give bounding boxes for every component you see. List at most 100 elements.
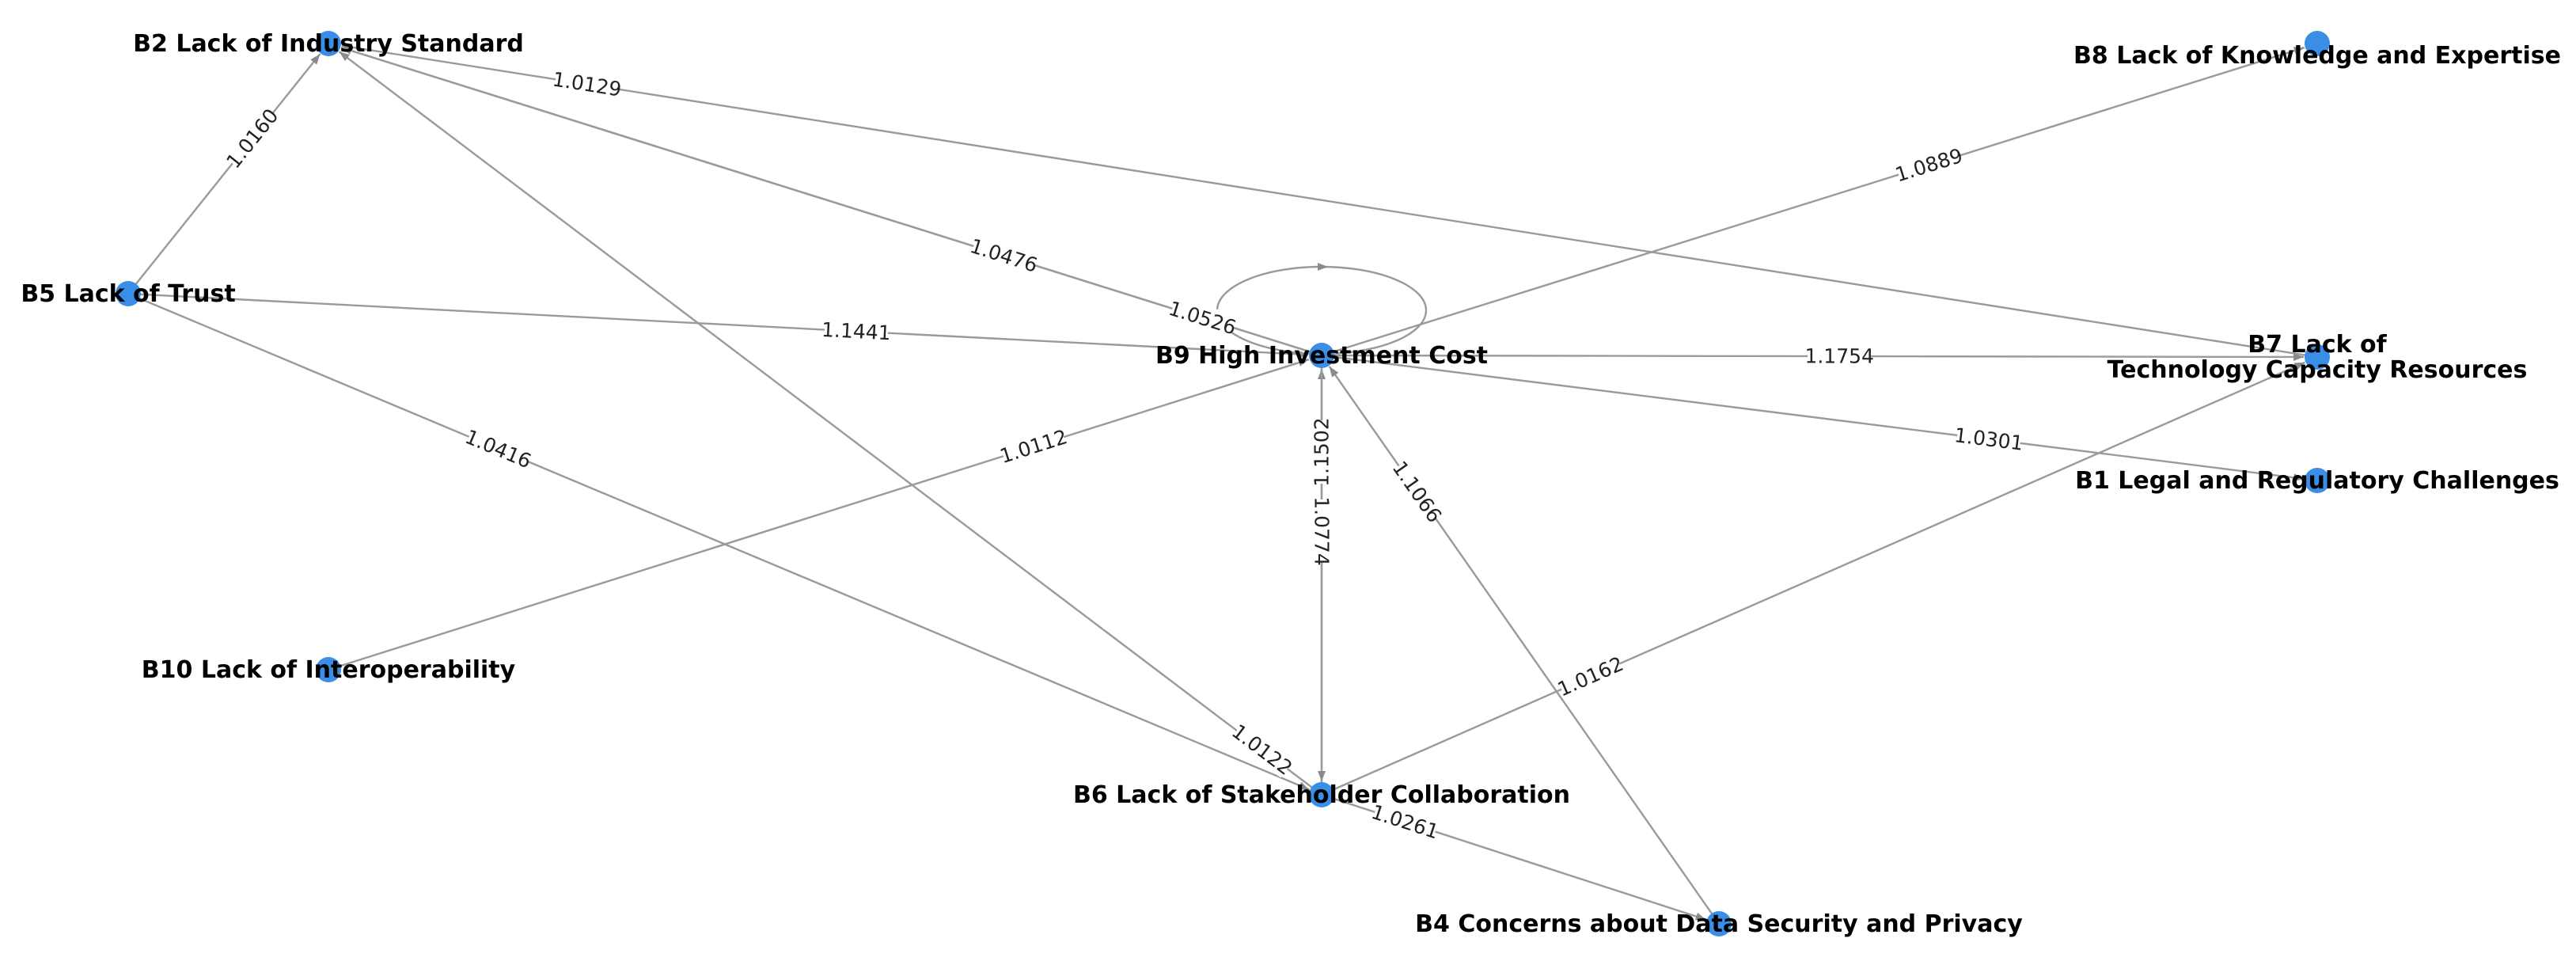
edge-weight-label: 1.1441	[821, 317, 891, 344]
edge-weight-text: 1.0129	[551, 67, 623, 101]
edge-weight-text: 1.1066	[1388, 457, 1447, 526]
node-B7[interactable]	[2305, 344, 2330, 370]
edge-self-loop-B9	[1216, 265, 1428, 355]
edge-weight-text: 1.0476	[967, 234, 1040, 277]
edge-weight-text: 1.0301	[1953, 424, 2024, 455]
edge-weight-label: 1.0160	[222, 104, 283, 173]
edge-label-background	[1390, 458, 1446, 525]
edge-weight-label: 1.0162	[1554, 651, 1627, 701]
edge-B6-B7	[1321, 361, 2305, 796]
node-label-B10: B10 Lack of Interoperability	[142, 656, 516, 684]
edge-B10-B9	[328, 358, 1310, 671]
edge-weight-text: 1.0160	[222, 104, 283, 173]
edge-B5-B2	[127, 53, 321, 294]
edge-weight-label: 1.0129	[551, 66, 623, 101]
node-label-B8: B8 Lack of Knowledge and Expertise	[2073, 42, 2561, 70]
node-label-line: B9 High Investment Cost	[1155, 342, 1488, 370]
node-label-B1: B1 Legal and Regulatory Challenges	[2075, 467, 2559, 495]
edge-weight-label: 1.1066	[1388, 457, 1447, 526]
node-label-B5: B5 Lack of Trust	[21, 280, 235, 308]
node-label-B9: B9 High Investment Cost	[1155, 342, 1488, 370]
node-label-B2: B2 Lack of Industry Standard	[133, 30, 524, 58]
edge-B4-B9	[1328, 366, 1720, 925]
arrowhead-B6-B7	[2293, 362, 2305, 370]
arrowhead-B5-B2	[310, 54, 321, 65]
edge-weight-label: 1.0416	[462, 424, 535, 473]
arrowhead-B6-B2	[339, 51, 350, 62]
edge-label-background	[1230, 720, 1296, 778]
edge-B9-B8	[1321, 46, 2305, 357]
node-B6[interactable]	[1309, 782, 1334, 807]
edge-weight-text: 1.1754	[1804, 344, 1874, 367]
edge-label-background	[1000, 424, 1068, 467]
edge-label-background	[1371, 800, 1440, 842]
edge-label-background	[1895, 143, 1963, 186]
arrowhead-B6-B4	[1694, 913, 1706, 921]
edge-label-background	[1808, 343, 1872, 368]
node-label-line: B5 Lack of Trust	[21, 280, 235, 308]
edge-weight-text: 1.1502	[1311, 417, 1334, 486]
node-B4[interactable]	[1706, 911, 1732, 936]
node-B10[interactable]	[316, 657, 341, 682]
edge-B5-B6	[127, 292, 1310, 791]
edge-B9-B2	[340, 46, 1322, 357]
node-labels-layer: B1 Legal and Regulatory Challenges B2 Lac…	[21, 30, 2561, 938]
edge-label-background	[554, 66, 620, 101]
edge-label-background	[1556, 651, 1624, 700]
edge-label-background	[970, 234, 1038, 276]
node-B2[interactable]	[316, 31, 341, 56]
edge-weight-label: 1.0112	[997, 424, 1070, 468]
edge-B5-B9	[127, 292, 1309, 356]
edge-weight-label: 1.0889	[1892, 143, 1965, 187]
node-label-line: B8 Lack of Knowledge and Expertise	[2073, 42, 2561, 70]
arrowhead-B9-B2	[341, 47, 353, 55]
node-label-line: Technology Capacity Resources	[2107, 356, 2528, 384]
node-label-line: B10 Lack of Interoperability	[142, 656, 516, 684]
node-label-line: B1 Legal and Regulatory Challenges	[2075, 467, 2559, 495]
edge-weight-text: 1.0526	[1166, 297, 1239, 340]
edge-B6-B2	[338, 51, 1322, 796]
node-label-B4: B4 Concerns about Data Security and Priv…	[1415, 910, 2023, 938]
arrowhead-B9-B6	[1318, 771, 1326, 781]
node-label-line: B2 Lack of Industry Standard	[133, 30, 524, 58]
node-label-line: B6 Lack of Stakeholder Collaboration	[1073, 781, 1570, 809]
edge-label-background	[222, 105, 281, 171]
edge-label-background	[1309, 420, 1333, 484]
arrowhead-B9-B7	[2293, 353, 2304, 361]
node-B5[interactable]	[116, 281, 141, 306]
edge-weight-text: 1.0162	[1554, 652, 1627, 701]
arrowhead-B10-B9	[1297, 359, 1309, 367]
edge-weight-label: 1.0476	[967, 234, 1040, 277]
arrowhead-B4-B9	[1329, 366, 1339, 378]
edge-label-background	[1311, 499, 1334, 563]
edge-B9-B1	[1321, 354, 2305, 480]
self-loop-arrowhead-B9	[1318, 263, 1328, 271]
edge-weight-text: 1.0416	[462, 425, 535, 473]
edge-weight-label: 1.0526	[1166, 296, 1239, 340]
arrowhead-B5-B6	[1298, 781, 1310, 790]
edge-label-background	[1956, 423, 2022, 454]
edge-weight-label: 1.1502	[1309, 417, 1334, 487]
edge-weight-label: 1.0774	[1311, 496, 1334, 566]
edge-weight-text: 1.1441	[821, 318, 891, 344]
node-B9[interactable]	[1309, 343, 1334, 368]
node-label-line: B7 Lack of	[2248, 331, 2387, 359]
node-B8[interactable]	[2305, 31, 2330, 56]
edge-weight-label: 1.0301	[1953, 423, 2024, 455]
nodes-layer	[116, 31, 2330, 936]
node-B1[interactable]	[2305, 468, 2330, 493]
node-label-B6: B6 Lack of Stakeholder Collaboration	[1073, 781, 1570, 809]
arrowhead-B9-B8	[2293, 47, 2305, 55]
edge-label-background	[824, 317, 889, 344]
edge-label-background	[465, 424, 533, 472]
edge-labels-layer: 1.01601.05261.01291.01221.04761.14411.08…	[222, 66, 2024, 844]
edge-weight-text: 1.0889	[1892, 144, 1965, 187]
edge-B7-B2	[341, 44, 2318, 359]
node-label-line: B4 Concerns about Data Security and Priv…	[1415, 910, 2023, 938]
edge-weight-text: 1.0774	[1311, 496, 1334, 565]
edge-weight-label: 1.1754	[1804, 343, 1874, 368]
edge-label-background	[1169, 296, 1237, 339]
edge-weight-text: 1.0112	[997, 425, 1070, 468]
